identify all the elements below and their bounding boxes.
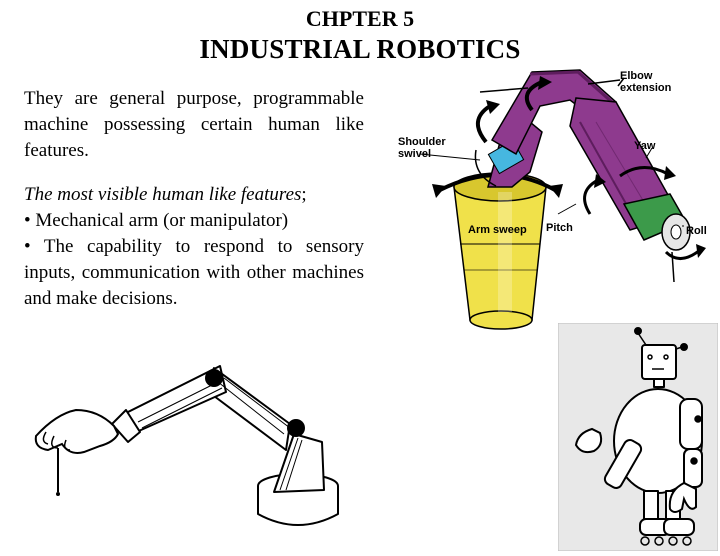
robot-right-hand-icon (668, 481, 697, 513)
page-title: INDUSTRIAL ROBOTICS (199, 34, 521, 64)
gripper-hand-icon (34, 408, 120, 454)
humanoid-robot-sketch (558, 323, 718, 551)
arm-joint-elbow (287, 419, 305, 437)
industrial-robot-diagram (419, 69, 706, 330)
robot-base (453, 172, 547, 330)
robot-head (641, 344, 677, 380)
features-section: The most visible human like features; • … (24, 182, 364, 312)
features-heading: The most visible human like features; (24, 182, 364, 208)
label-arm-sweep: Arm sweep (468, 224, 527, 236)
feature-item-text: Mechanical arm (or manipulator) (35, 210, 289, 231)
bullet-glyph: • (24, 210, 31, 231)
pitch-arrow (583, 178, 599, 215)
feature-item-sensory: • The capability to respond to sensory i… (24, 234, 364, 312)
robot-forearm (569, 97, 673, 231)
feature-item-text: The capability to respond to sensory inp… (24, 236, 364, 309)
label-pitch: Pitch (546, 222, 573, 234)
label-yaw: Yaw (634, 140, 656, 152)
arm-joint-wrist (205, 369, 223, 387)
yaw-arrow (619, 166, 669, 178)
elbow-arrow (524, 80, 543, 112)
label-roll: Roll (686, 225, 707, 237)
intro-paragraph: They are general purpose, programmable m… (24, 88, 364, 161)
roll-arrow (664, 248, 701, 260)
feature-item-arm: • Mechanical arm (or manipulator) (24, 208, 364, 234)
robot-left-hand-icon (574, 427, 603, 454)
robot-wrist (622, 193, 691, 251)
chapter-number: CHPTER 5 (305, 6, 415, 31)
features-heading-suffix: ; (301, 184, 307, 205)
mechanical-arm-sketch (34, 365, 339, 526)
shoulder-arrow (476, 104, 492, 144)
bullet-glyph: • (24, 236, 31, 257)
features-heading-text: The most visible human like features (24, 184, 302, 205)
